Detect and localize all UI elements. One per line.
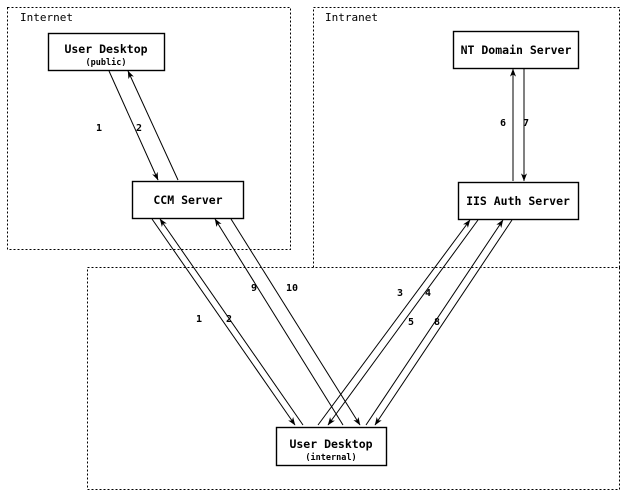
flow-line-step-3 (317, 219, 471, 426)
flow-group-iis-internal (317, 219, 513, 426)
node-subtitle-user-desktop-public: (public) (86, 57, 127, 68)
flow-group-internet (108, 70, 179, 181)
zone-intranet-label: Intranet (325, 11, 378, 24)
node-title-user-desktop-internal: User Desktop (289, 437, 372, 451)
step-label-6: 6 (500, 118, 506, 129)
zone-group: Internet Intranet (7, 7, 620, 490)
step-label-3: 3 (397, 288, 403, 299)
node-box-iis-auth-server[interactable] (457, 181, 580, 221)
flow-line-step-5 (365, 219, 504, 426)
step-label-2-public: 2 (136, 123, 142, 134)
step-label-9: 9 (251, 283, 257, 294)
node-title-iis-auth-server: IIS Auth Server (466, 194, 570, 208)
step-label-5: 5 (408, 317, 414, 328)
zone-internet-boundary (7, 7, 291, 250)
flow-line-step-10 (230, 218, 361, 426)
node-ccm-server[interactable]: CCM Server (131, 180, 245, 220)
flow-line-step-1-public (108, 70, 159, 181)
node-subtitle-user-desktop-internal: (internal) (305, 452, 356, 463)
step-label-7: 7 (523, 118, 529, 129)
flow-line-step-4 (327, 219, 479, 426)
zone-intranet-boundary (313, 7, 620, 268)
flow-line-step-1-internal (151, 218, 296, 426)
node-title-user-desktop-public: User Desktop (64, 42, 147, 56)
step-label-8: 8 (434, 317, 440, 328)
flow-group-domain (510, 68, 527, 182)
flow-line-step-2-internal (159, 218, 304, 426)
step-label-4: 4 (425, 288, 431, 299)
flow-line-step-8 (374, 219, 513, 426)
node-title-nt-domain-server: NT Domain Server (461, 43, 572, 57)
node-iis-auth-server[interactable]: IIS Auth Server (457, 181, 580, 221)
zone-internal-lan-boundary (87, 267, 620, 490)
step-label-group: 1 2 1 2 3 4 5 6 7 8 9 10 (96, 118, 529, 328)
node-box-nt-domain-server[interactable] (452, 30, 580, 70)
flow-line-step-9 (214, 218, 344, 426)
step-label-1-public: 1 (96, 123, 102, 134)
step-label-1-internal: 1 (196, 314, 202, 325)
zone-internet-label: Internet (20, 11, 73, 24)
node-box-user-desktop-public[interactable] (47, 32, 166, 72)
node-title-ccm-server: CCM Server (153, 193, 222, 207)
step-label-10: 10 (286, 283, 298, 294)
node-user-desktop-public[interactable]: User Desktop (public) (47, 32, 166, 72)
node-box-user-desktop-internal[interactable] (275, 426, 388, 467)
node-user-desktop-internal[interactable]: User Desktop (internal) (275, 426, 388, 467)
node-nt-domain-server[interactable]: NT Domain Server (452, 30, 580, 70)
step-label-2-internal: 2 (226, 314, 232, 325)
flow-group-ccm-internal (151, 218, 361, 426)
node-box-ccm-server[interactable] (131, 180, 245, 220)
flow-line-step-2-public (127, 70, 179, 181)
